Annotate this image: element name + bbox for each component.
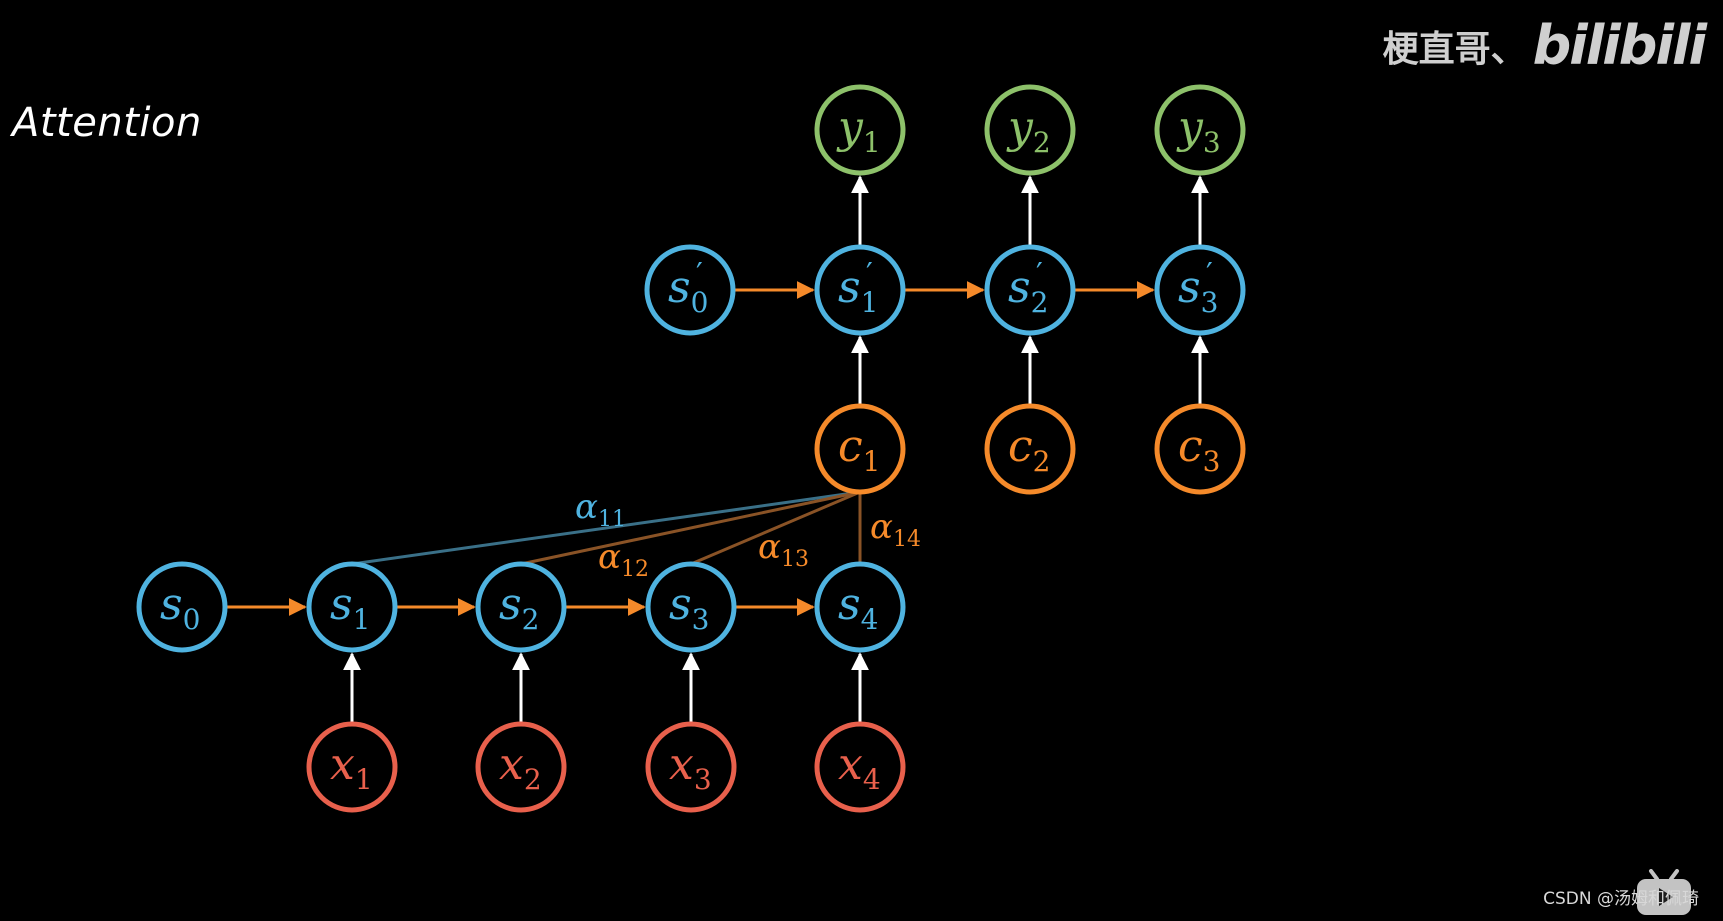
svg-text:′: ′ — [1036, 257, 1043, 292]
node-s2: s2 — [475, 561, 567, 653]
node-label-x1: x1 — [330, 739, 373, 796]
attention-edge-12 — [520, 490, 861, 566]
node-label-s3: s3 — [669, 579, 709, 636]
attention-weight-label-13: α13 — [758, 527, 809, 572]
node-label-s4: s4 — [838, 579, 878, 636]
node-label-y3: y3 — [1176, 102, 1221, 159]
node-x1: x1 — [306, 721, 398, 813]
node-x4: x4 — [814, 721, 906, 813]
node-label-c1: c1 — [838, 421, 880, 478]
bilibili-logo: bilibili — [1532, 14, 1707, 77]
attention-edge-11 — [351, 490, 861, 566]
node-c3: c3 — [1154, 403, 1246, 495]
node-label-x4: x4 — [838, 739, 881, 796]
node-label-sp0: s0 — [668, 262, 708, 319]
node-label-sp3: s3 — [1178, 262, 1218, 319]
csdn-credit: CSDN @汤姆和佩琦 — [1543, 889, 1699, 909]
node-y1: y1 — [814, 84, 906, 176]
attention-edge-13 — [690, 490, 861, 566]
watermark-author: 梗直哥、 — [1382, 28, 1527, 70]
node-label-c2: c2 — [1008, 421, 1050, 478]
node-sp3: s3′ — [1154, 244, 1246, 336]
node-label-y2: y2 — [1006, 102, 1051, 159]
node-label-s0: s0 — [160, 579, 200, 636]
node-label-s1: s1 — [330, 579, 370, 636]
node-x2: x2 — [475, 721, 567, 813]
node-label-y1: y1 — [836, 102, 881, 159]
page-title: Attention — [12, 100, 202, 146]
node-label-s2: s2 — [499, 579, 539, 636]
node-label-sp2: s2 — [1008, 262, 1048, 319]
svg-text:′: ′ — [696, 257, 703, 292]
node-label-x3: x3 — [669, 739, 712, 796]
node-y3: y3 — [1154, 84, 1246, 176]
node-s0: s0 — [136, 561, 228, 653]
node-label-sp1: s1 — [838, 262, 878, 319]
svg-text:′: ′ — [1206, 257, 1213, 292]
attention-weight-label-12: α12 — [598, 537, 649, 582]
node-sp0: s0′ — [644, 244, 736, 336]
attention-weight-label-11: α11 — [575, 487, 626, 532]
node-s3: s3 — [645, 561, 737, 653]
node-s1: s1 — [306, 561, 398, 653]
node-sp2: s2′ — [984, 244, 1076, 336]
watermark: 梗直哥、 bilibili — [1382, 14, 1707, 77]
attention-weight-label-14: α14 — [870, 507, 921, 552]
node-s4: s4 — [814, 561, 906, 653]
bilibili-tv-icon — [1637, 869, 1691, 915]
node-label-x2: x2 — [499, 739, 542, 796]
node-c2: c2 — [984, 403, 1076, 495]
node-c1: c1 — [814, 403, 906, 495]
node-x3: x3 — [645, 721, 737, 813]
node-y2: y2 — [984, 84, 1076, 176]
svg-text:′: ′ — [866, 257, 873, 292]
node-sp1: s1′ — [814, 244, 906, 336]
node-label-c3: c3 — [1178, 421, 1220, 478]
